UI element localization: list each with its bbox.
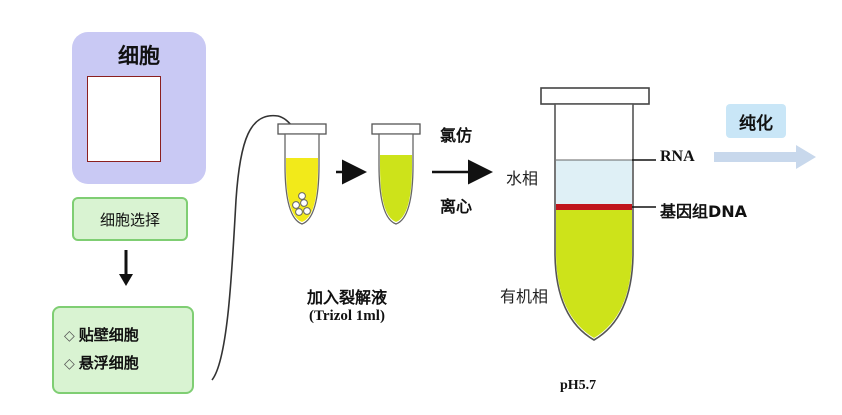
lysis-label: 加入裂解液 bbox=[306, 288, 387, 307]
ph-label: pH5.7 bbox=[560, 378, 597, 393]
organic-phase-label: 有机相 bbox=[500, 287, 549, 306]
cell-panel-title: 细胞 bbox=[118, 44, 160, 68]
cell-image-frame bbox=[87, 76, 161, 162]
chloroform-label: 氯仿 bbox=[440, 126, 473, 145]
cell-type-box: ◇贴壁细胞 ◇悬浮细胞 bbox=[52, 306, 194, 394]
tube-lysate bbox=[277, 123, 327, 225]
down-arrow-icon bbox=[119, 250, 133, 286]
centrifuge-label: 离心 bbox=[440, 197, 473, 216]
tube-phase-separation bbox=[540, 87, 650, 341]
cell-type-suspension: ◇悬浮细胞 bbox=[64, 354, 139, 372]
purify-arrow bbox=[714, 145, 816, 169]
diamond-icon: ◇ bbox=[64, 356, 75, 372]
aqueous-phase-label: 水相 bbox=[506, 169, 539, 188]
purify-box: 纯化 bbox=[726, 104, 786, 138]
genomic-dna-label: 基因组DNA bbox=[660, 202, 748, 221]
cell-selection-box: 细胞选择 bbox=[72, 197, 188, 241]
cell-panel: 细胞 bbox=[72, 32, 206, 184]
connector-curve bbox=[211, 114, 295, 381]
cell-type-adherent: ◇贴壁细胞 bbox=[64, 326, 139, 344]
lysis-reagent-label: (Trizol 1ml) bbox=[309, 308, 385, 324]
rna-label: RNA bbox=[660, 148, 695, 165]
tube-homogenate bbox=[371, 123, 421, 225]
diamond-icon: ◇ bbox=[64, 328, 75, 344]
